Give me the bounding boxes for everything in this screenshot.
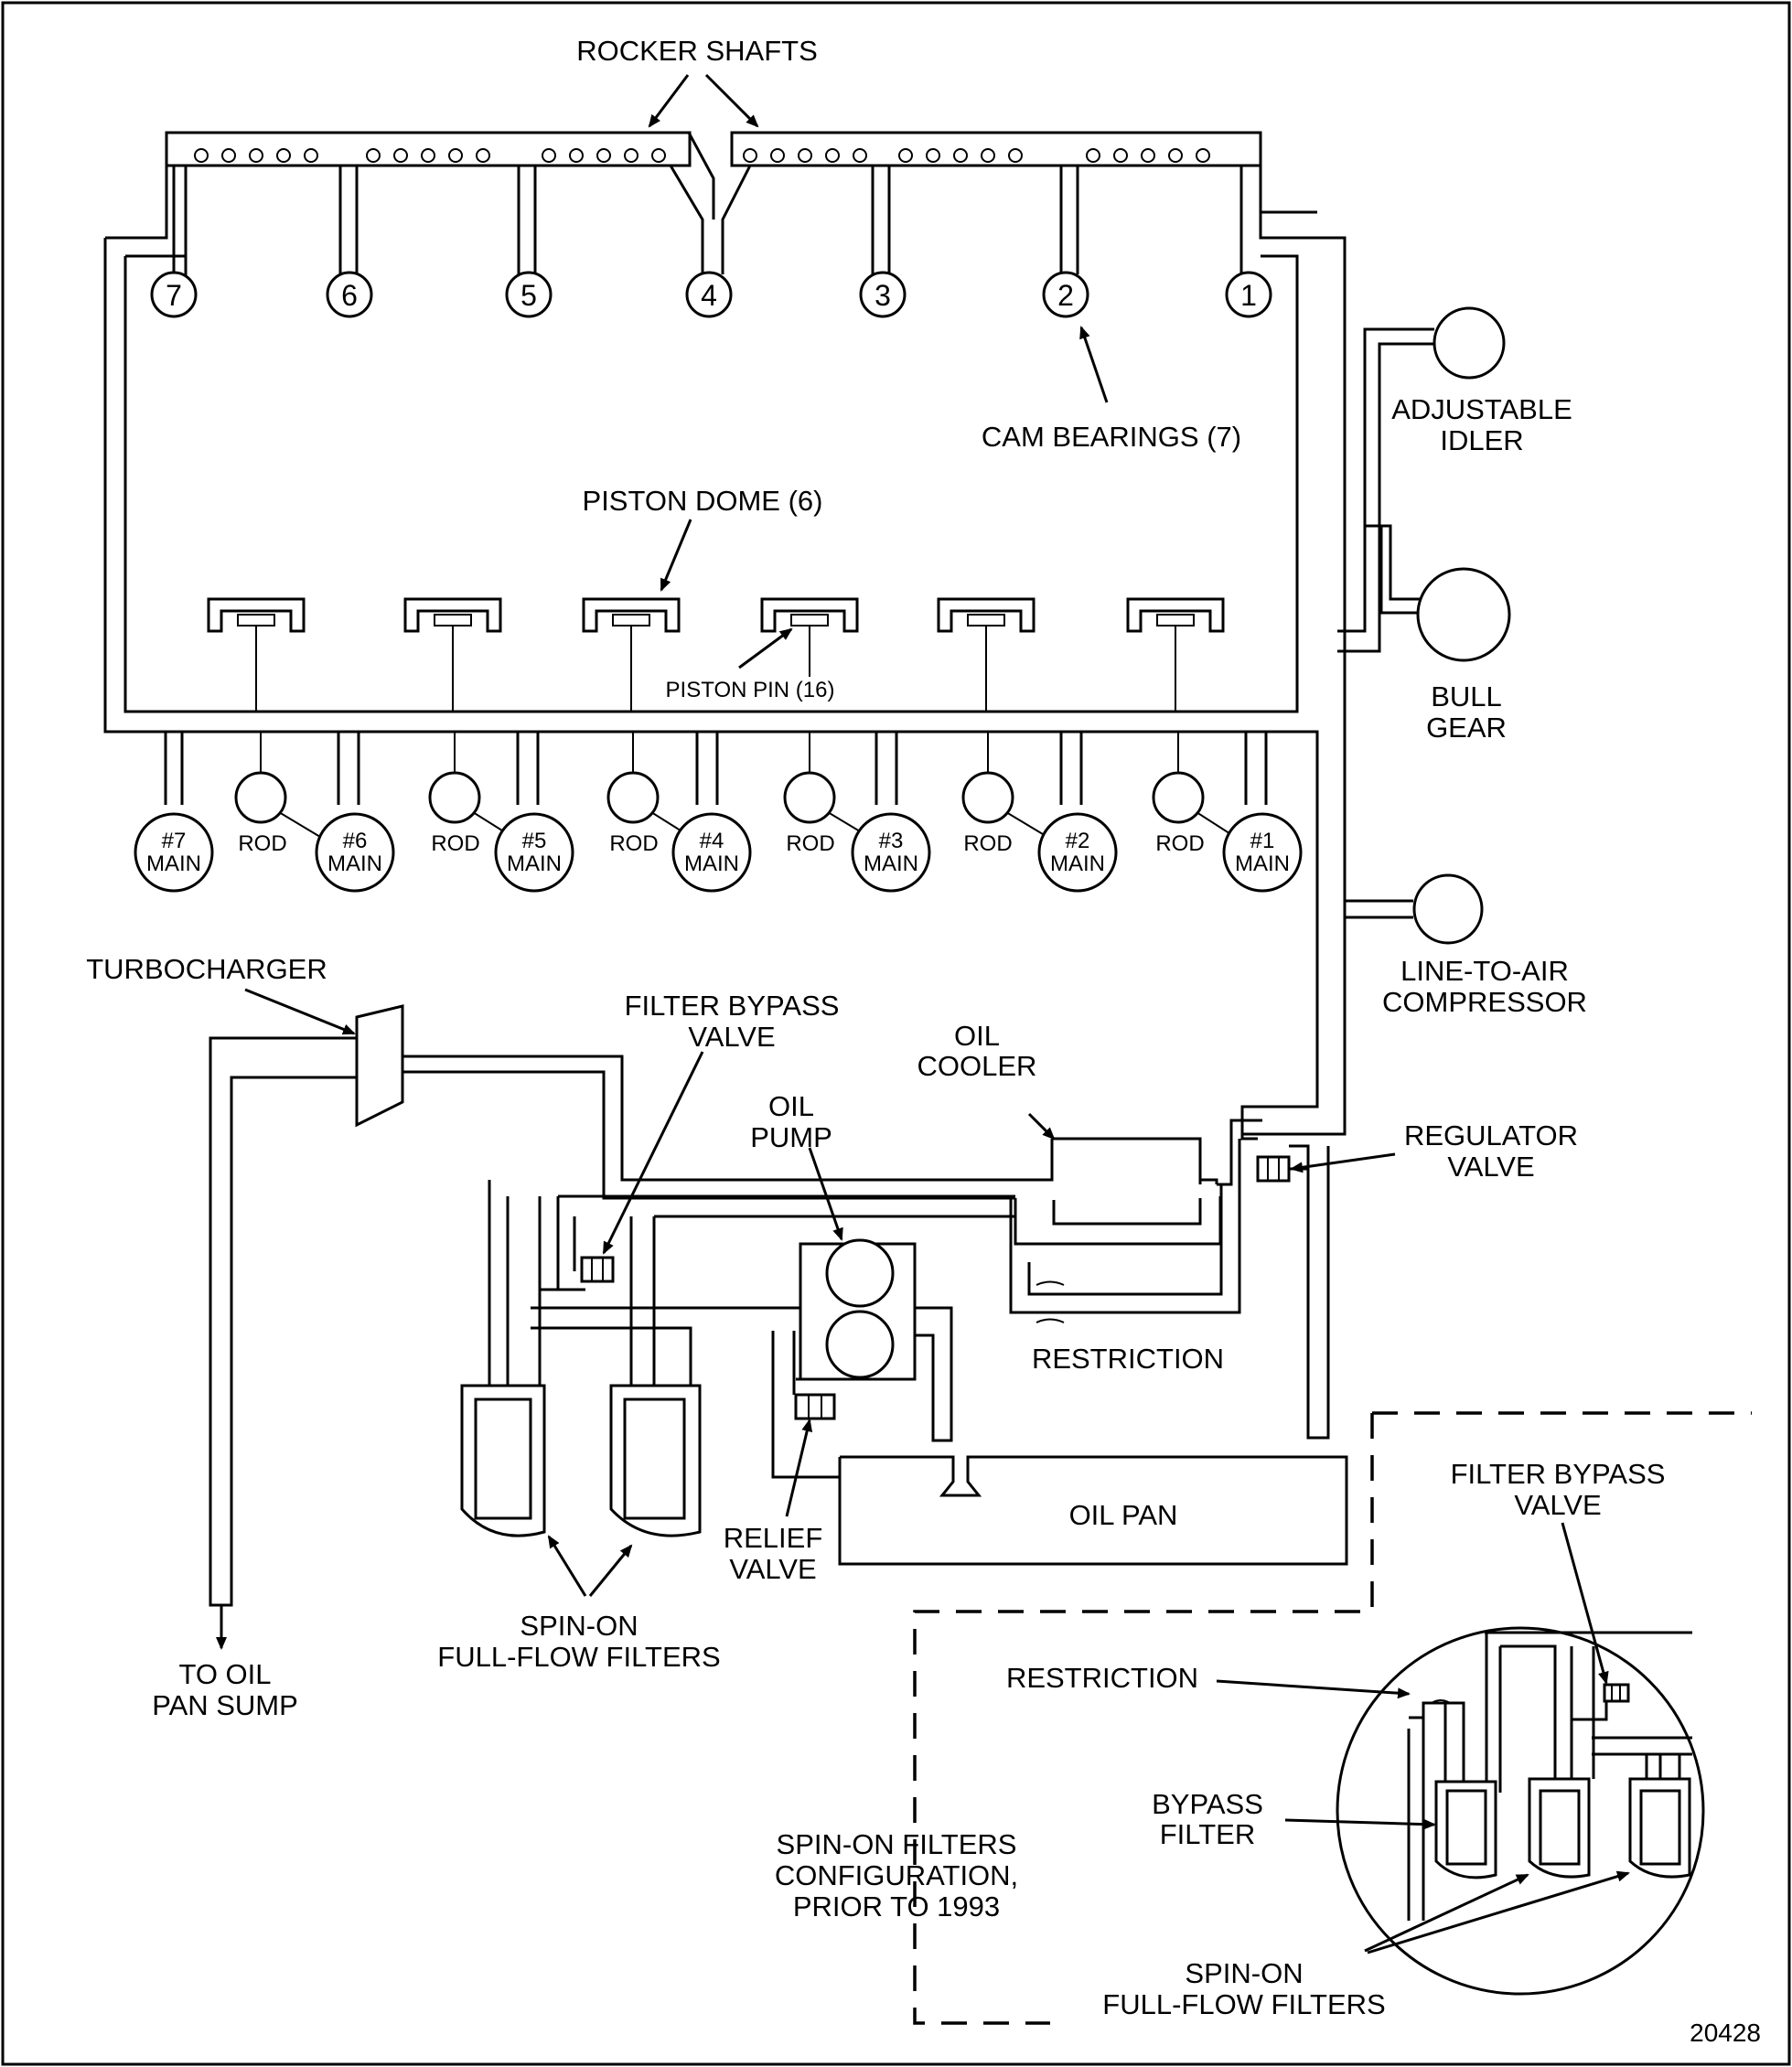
cam-bearing-number: 7	[166, 279, 182, 312]
main-bearing-label: MAIN	[864, 851, 918, 876]
label-bull-gear-2: GEAR	[1426, 712, 1507, 744]
main-bearing-number: #6	[343, 829, 368, 853]
label-to-oil-pan-sump-1: TO OIL	[178, 1658, 271, 1690]
label-piston-dome: PISTON DOME (6)	[583, 485, 823, 517]
oil-circuit-lower	[209, 1004, 1348, 1650]
label-restriction: RESTRICTION	[1032, 1343, 1224, 1375]
main-bearing-label: MAIN	[327, 851, 382, 876]
leader-arrows	[244, 73, 1630, 1955]
main-bearing-number: #2	[1066, 829, 1090, 853]
label-inset-filter-bypass-valve-1: FILTER BYPASS	[1451, 1458, 1666, 1490]
main-bearing-label: MAIN	[146, 851, 201, 876]
label-bull-gear-1: BULL	[1431, 680, 1502, 712]
inset-prior-1993	[913, 1411, 1752, 2025]
label-rocker-shafts: ROCKER SHAFTS	[576, 35, 818, 67]
main-bearing-label: MAIN	[684, 851, 739, 876]
label-relief-valve-1: RELIEF	[724, 1522, 823, 1554]
label-to-oil-pan-sump-2: PAN SUMP	[152, 1689, 298, 1721]
label-inset-spin-on-filters-1: SPIN-ON	[1185, 1957, 1303, 1989]
figure-number: 20428	[1690, 2019, 1761, 2047]
label-oil-cooler-1: OIL	[954, 1020, 1000, 1052]
label-adjustable-idler-1: ADJUSTABLE	[1391, 393, 1572, 425]
label-regulator-valve-2: VALVE	[1447, 1151, 1534, 1183]
label-oil-pump-1: OIL	[768, 1090, 814, 1122]
main-bearing-number: #5	[522, 829, 547, 853]
label-inset-bypass-filter-2: FILTER	[1160, 1818, 1256, 1850]
inset-filter-network	[1407, 1631, 1692, 1921]
label-oil-pan: OIL PAN	[1069, 1499, 1178, 1531]
label-oil-cooler-2: COOLER	[917, 1050, 1037, 1082]
label-spin-on-filters-1: SPIN-ON	[520, 1610, 638, 1642]
label-line-to-air-2: COMPRESSOR	[1382, 986, 1587, 1018]
main-bearing-number: #7	[162, 829, 187, 853]
label-spin-on-filters-2: FULL-FLOW FILTERS	[437, 1641, 720, 1673]
label-inset-restriction: RESTRICTION	[1006, 1662, 1198, 1694]
rod-label: ROD	[431, 831, 479, 856]
label-inset-spin-on-filters-2: FULL-FLOW FILTERS	[1102, 1988, 1385, 2020]
cam-bearing-number: 3	[875, 279, 891, 312]
label-inset-config-3: PRIOR TO 1993	[793, 1890, 1000, 1922]
main-bearing-number: #3	[879, 829, 904, 853]
label-piston-pin: PISTON PIN (16)	[666, 678, 835, 702]
text-labels: ROCKER SHAFTS CAM BEARINGS (7) ADJUSTABL…	[86, 35, 1761, 2047]
label-turbocharger: TURBOCHARGER	[86, 953, 327, 985]
cam-bearing-number: 5	[520, 279, 537, 312]
main-bearing-number: #1	[1250, 829, 1275, 853]
label-oil-pump-2: PUMP	[750, 1121, 832, 1153]
cam-bearing-number: 2	[1057, 279, 1074, 312]
rocker-shaft-holes	[194, 148, 1210, 163]
rod-label: ROD	[786, 831, 834, 856]
cam-bearing-number: 4	[701, 279, 717, 312]
main-bearing-label: MAIN	[1050, 851, 1105, 876]
label-filter-bypass-valve-2: VALVE	[688, 1021, 775, 1053]
label-filter-bypass-valve-1: FILTER BYPASS	[625, 990, 840, 1022]
piston-domes	[207, 597, 1225, 712]
gear-train-feed	[1337, 306, 1511, 945]
main-bearing-label: MAIN	[507, 851, 562, 876]
main-bearing-number: #4	[700, 829, 724, 853]
cam-bearings: 7 6 5 4 3 2 1	[150, 271, 1272, 318]
label-inset-filter-bypass-valve-2: VALVE	[1514, 1489, 1601, 1521]
label-adjustable-idler-2: IDLER	[1440, 424, 1523, 456]
label-inset-config-2: CONFIGURATION,	[775, 1859, 1018, 1891]
label-inset-bypass-filter-1: BYPASS	[1152, 1788, 1263, 1820]
main-bearing-label: MAIN	[1235, 851, 1290, 876]
rod-label: ROD	[238, 831, 286, 856]
label-line-to-air-1: LINE-TO-AIR	[1400, 955, 1569, 987]
label-inset-config-1: SPIN-ON FILTERS	[777, 1828, 1017, 1860]
cam-bearing-number: 6	[341, 279, 358, 312]
label-cam-bearings: CAM BEARINGS (7)	[982, 421, 1241, 453]
label-relief-valve-2: VALVE	[729, 1553, 816, 1585]
rod-label: ROD	[963, 831, 1012, 856]
label-regulator-valve-1: REGULATOR	[1404, 1119, 1578, 1151]
cam-bearing-number: 1	[1240, 279, 1257, 312]
rod-label: ROD	[1155, 831, 1204, 856]
rod-label: ROD	[609, 831, 658, 856]
crankshaft-bearings: ROD ROD ROD ROD ROD ROD #7 MAIN #6 MAIN …	[134, 732, 1303, 893]
